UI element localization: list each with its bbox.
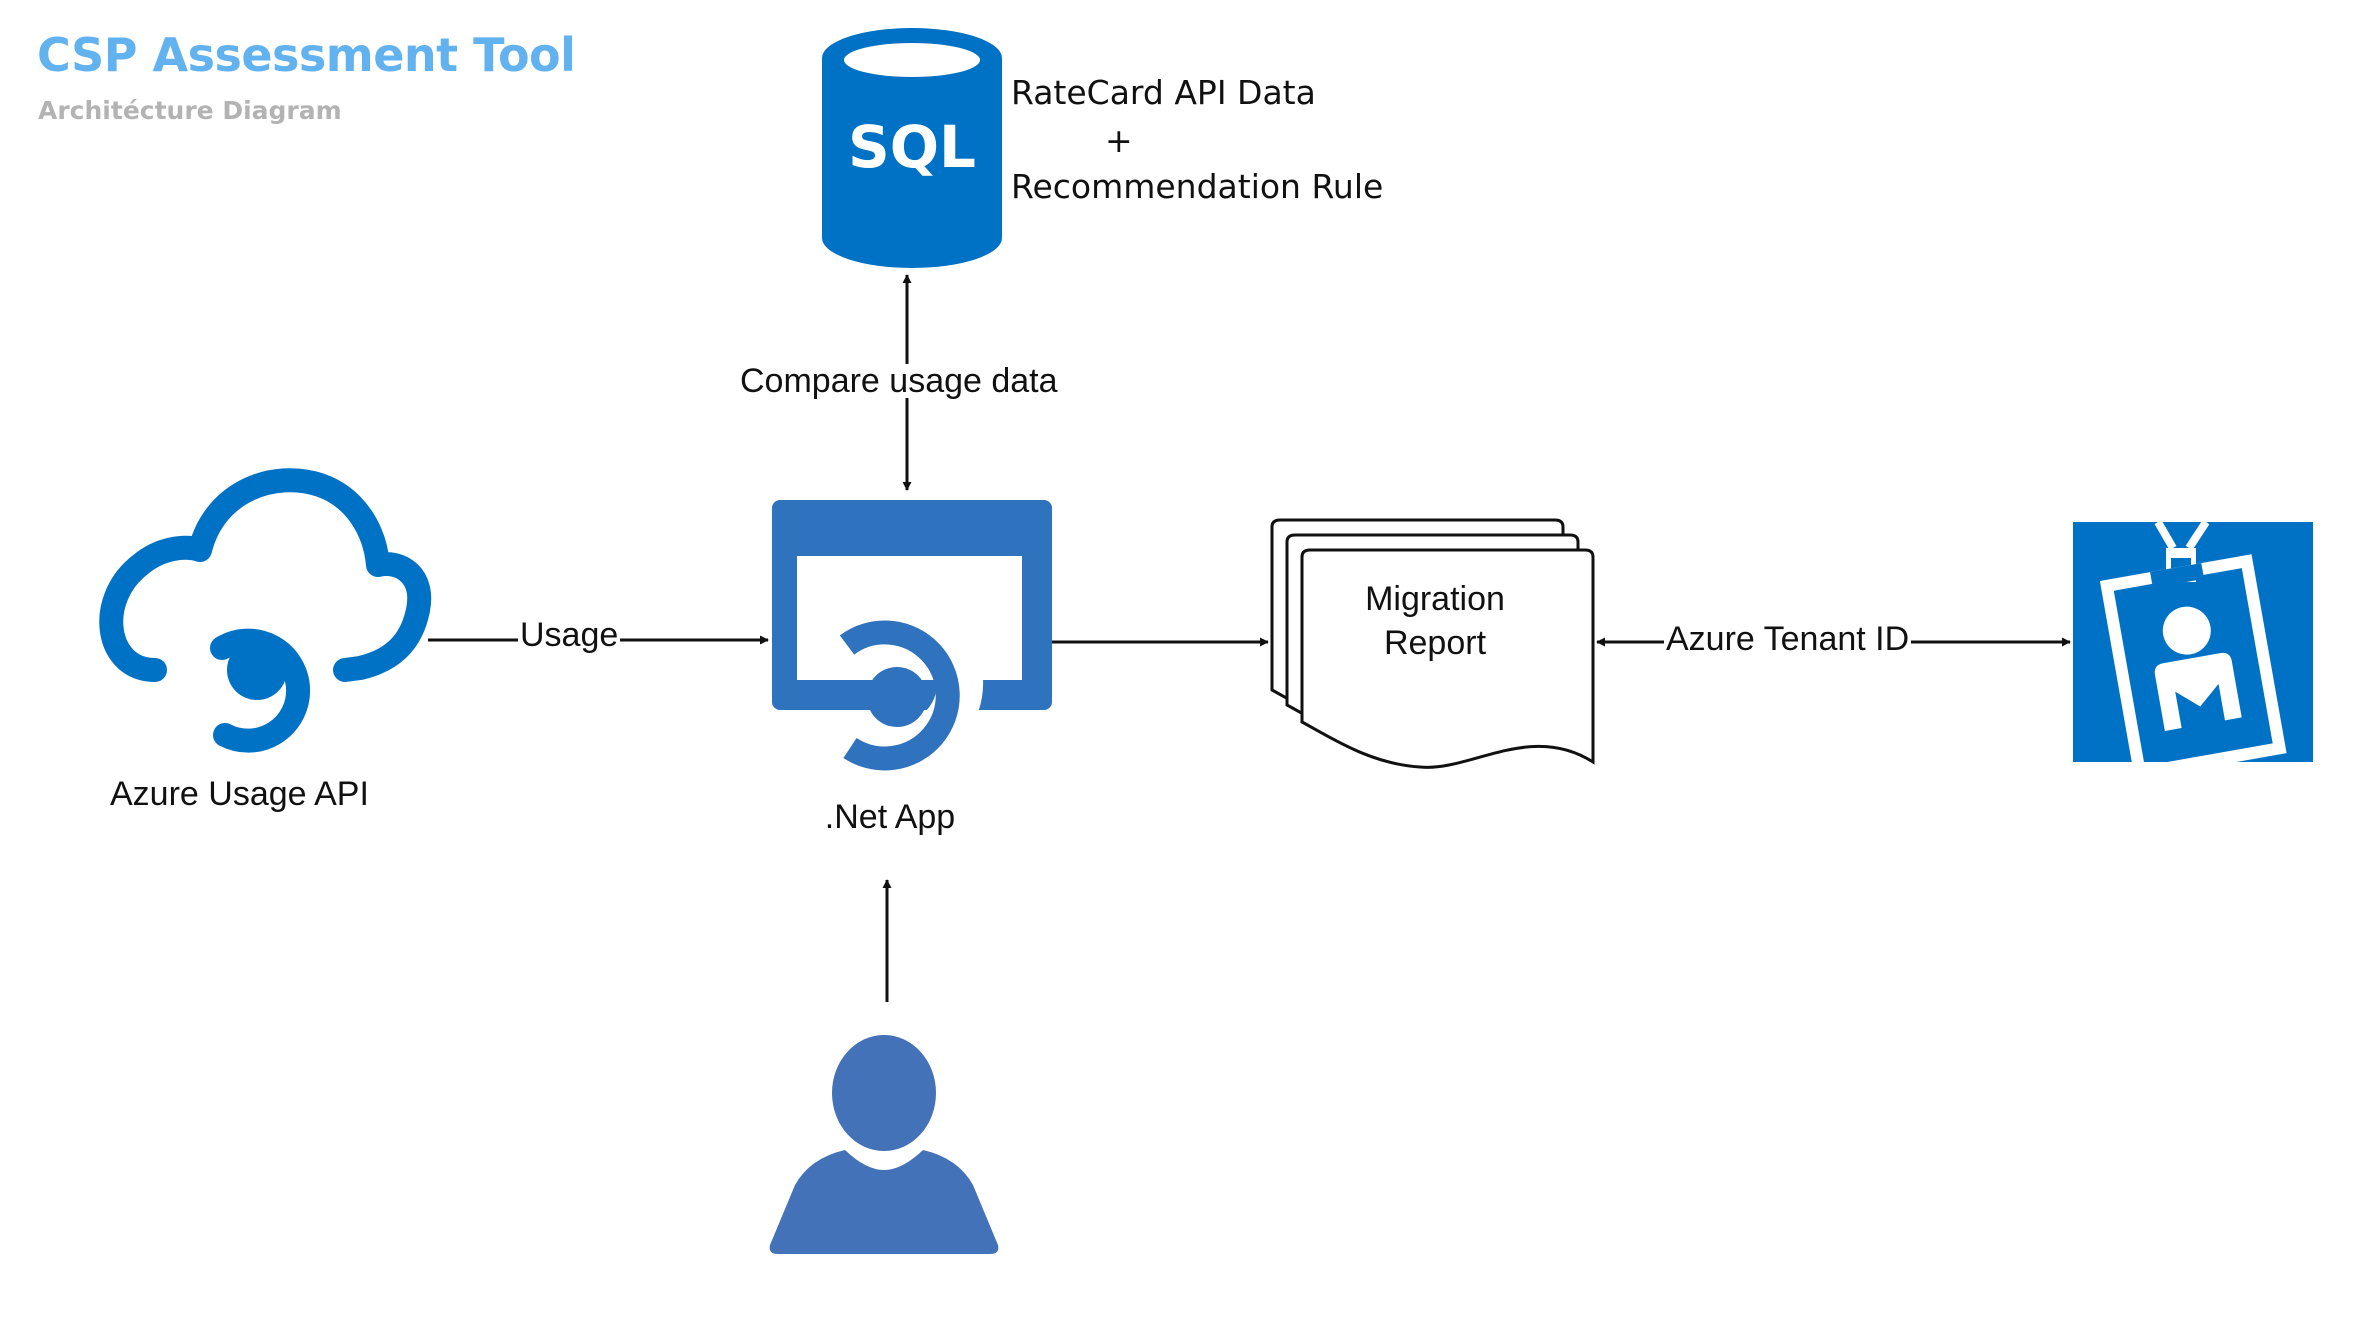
edge-label-usage: Usage: [518, 616, 621, 654]
edge-label-tenant: Azure Tenant ID: [1664, 620, 1912, 658]
database-label-line2: Recommendation Rule: [1011, 167, 1384, 206]
document-stack-icon: [1270, 518, 1595, 769]
report-label-line2: Report: [1383, 624, 1487, 662]
cloud-api-icon: [99, 468, 432, 753]
id-badge-icon: [2073, 519, 2313, 780]
database-label-line1: RateCard API Data: [1011, 73, 1316, 112]
usage-api-label: Azure Usage API: [110, 775, 369, 813]
sql-icon-text: SQL: [847, 113, 977, 181]
report-label-line1: Migration: [1365, 580, 1505, 618]
sql-database-icon: [822, 28, 1002, 268]
diagram-subtitle: Architécture Diagram: [38, 96, 342, 125]
diagram-title: CSP Assessment Tool: [37, 28, 576, 82]
net-app-label: .Net App: [824, 798, 956, 836]
user-icon: [769, 1035, 999, 1254]
web-app-icon: [772, 500, 1052, 771]
database-label-plus: +: [1105, 121, 1133, 160]
edge-label-compare: Compare usage data: [738, 362, 1060, 400]
